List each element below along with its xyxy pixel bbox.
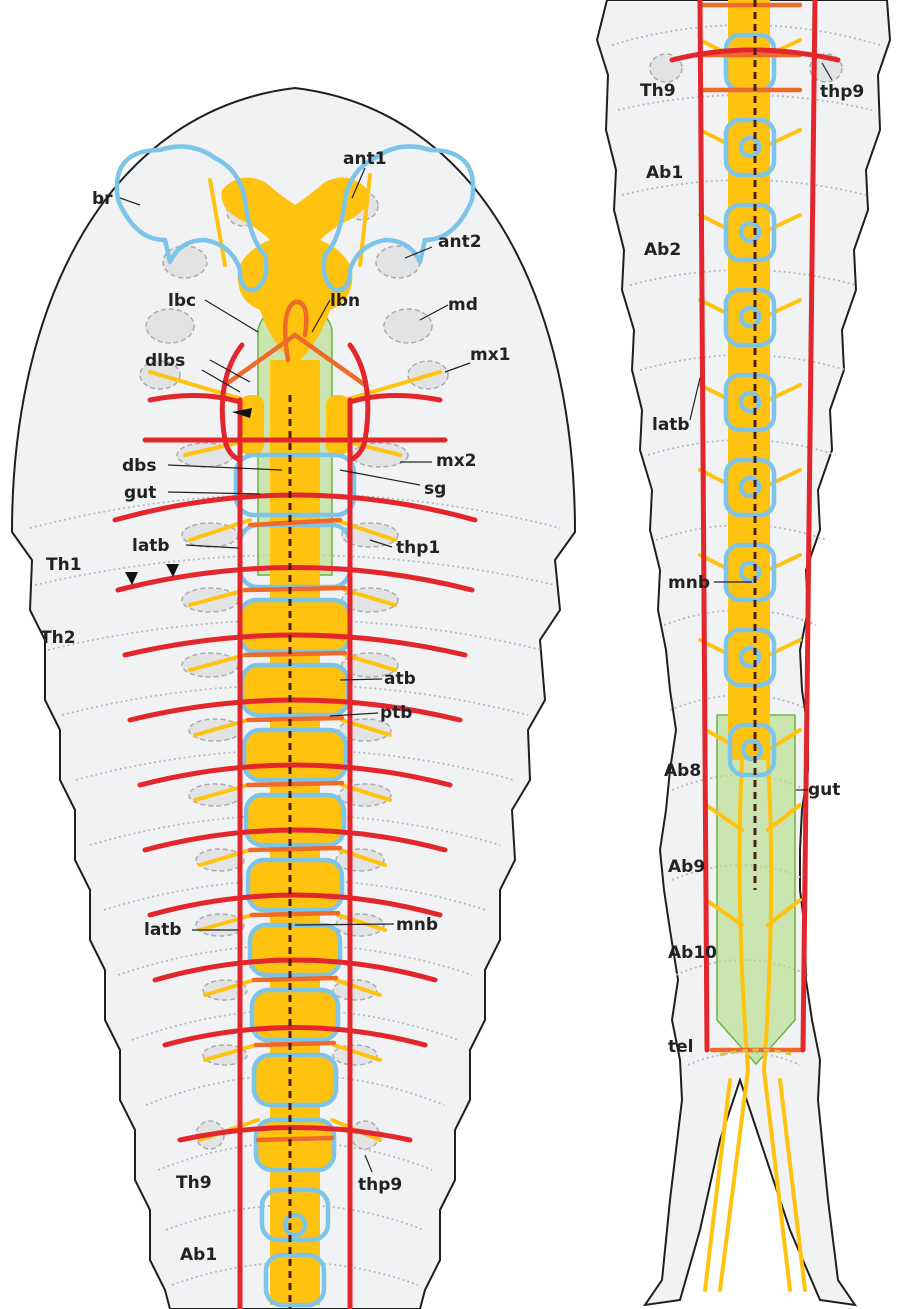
label-right-gut: gut <box>808 780 840 800</box>
label-right-mnb: mnb <box>668 573 710 593</box>
label-right-ab10: Ab10 <box>668 943 717 963</box>
label-lbn: lbn <box>330 291 360 311</box>
label-ant1: ant1 <box>343 149 387 169</box>
label-right-tel: tel <box>668 1037 693 1057</box>
label-gut: gut <box>124 483 156 503</box>
label-thp9: thp9 <box>358 1175 402 1195</box>
label-right-ab9: Ab9 <box>668 857 705 877</box>
label-mx2: mx2 <box>436 451 477 471</box>
label-dlbs: dlbs <box>145 351 185 371</box>
label-mx1: mx1 <box>470 345 511 365</box>
left-panel: br ant1 ant2 lbc lbn md mx1 dlbs dbs mx2… <box>12 88 575 1309</box>
label-th9: Th9 <box>176 1173 212 1193</box>
label-br: br <box>92 189 113 209</box>
label-latb-lower: latb <box>144 920 182 940</box>
label-right-ab2: Ab2 <box>644 240 681 260</box>
label-right-ab1: Ab1 <box>646 163 683 183</box>
label-th1: Th1 <box>46 555 82 575</box>
label-th2: Th2 <box>40 628 76 648</box>
label-right-latb: latb <box>652 415 690 435</box>
right-panel: Th9 thp9 Ab1 Ab2 latb mnb Ab8 gut Ab9 Ab… <box>597 0 890 1305</box>
label-ant2: ant2 <box>438 232 482 252</box>
label-md: md <box>448 295 478 315</box>
label-sg: sg <box>424 479 446 499</box>
label-dbs: dbs <box>122 456 156 476</box>
label-thp1: thp1 <box>396 538 440 558</box>
label-right-th9: Th9 <box>640 81 676 101</box>
label-atb: atb <box>384 669 416 689</box>
label-ab1: Ab1 <box>180 1245 217 1265</box>
label-mnb: mnb <box>396 915 438 935</box>
label-ptb: ptb <box>380 703 412 723</box>
label-right-ab8: Ab8 <box>664 761 701 781</box>
label-right-thp9: thp9 <box>820 82 864 102</box>
label-latb: latb <box>132 536 170 556</box>
label-lbc: lbc <box>168 291 196 311</box>
